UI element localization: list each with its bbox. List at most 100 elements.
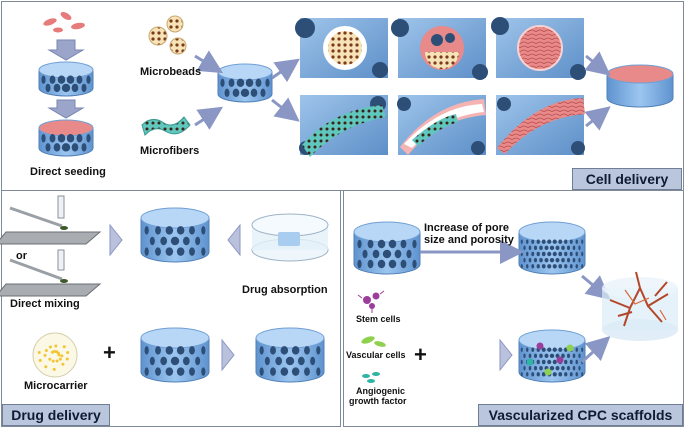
- pore: [547, 359, 552, 365]
- pore: [552, 239, 557, 244]
- pore: [61, 83, 71, 93]
- pore: [569, 239, 573, 244]
- pore: [575, 239, 578, 244]
- pore: [170, 236, 180, 246]
- pore: [531, 239, 535, 244]
- pore: [291, 346, 300, 355]
- growth-factor-icon: [362, 372, 380, 383]
- pore: [569, 359, 573, 365]
- pore: [382, 249, 392, 259]
- pore: [549, 353, 555, 359]
- direct-mixing-label: Direct mixing: [10, 298, 80, 310]
- pore: [578, 353, 581, 359]
- pore: [539, 353, 543, 359]
- pore: [536, 372, 540, 377]
- pore: [310, 356, 316, 366]
- pore: [316, 367, 321, 376]
- pore: [541, 372, 546, 377]
- microcarrier-dot: [66, 350, 70, 354]
- pore: [558, 264, 563, 269]
- pore: [291, 367, 300, 376]
- pore: [541, 359, 546, 365]
- pore: [412, 239, 417, 249]
- pore: [57, 75, 66, 84]
- pore: [270, 346, 276, 355]
- pore: [531, 372, 535, 377]
- pore: [558, 372, 563, 377]
- pore: [259, 367, 264, 376]
- microcarrier-dot: [52, 367, 56, 371]
- pore: [201, 247, 206, 256]
- pore: [236, 78, 245, 88]
- pore: [520, 372, 523, 377]
- pore: [566, 245, 571, 251]
- stem-cells-icon: [357, 290, 385, 313]
- pore: [372, 249, 380, 259]
- pore: [561, 353, 565, 359]
- pore: [561, 257, 565, 263]
- pore: [523, 245, 526, 251]
- pore: [149, 236, 155, 246]
- pore: [520, 347, 523, 352]
- scaffold-cell-final: [606, 64, 674, 108]
- pore: [581, 264, 584, 269]
- microcarrier-dot: [48, 357, 52, 361]
- pore: [552, 264, 557, 269]
- pore: [165, 247, 174, 256]
- microbeads-icon: [148, 15, 187, 55]
- pore: [547, 264, 552, 269]
- pore: [531, 264, 535, 269]
- pore: [575, 264, 578, 269]
- microcarrier-dot: [37, 350, 41, 354]
- pore: [526, 347, 529, 352]
- falling-cells-icon: [43, 12, 85, 33]
- pore: [541, 347, 546, 352]
- pore: [285, 356, 295, 366]
- microcarrier-dot: [44, 365, 48, 369]
- tile-bead-2: [391, 18, 488, 80]
- pore: [189, 226, 195, 235]
- pore: [520, 264, 523, 269]
- pore: [400, 259, 407, 269]
- pore: [316, 346, 321, 355]
- pore: [528, 353, 532, 359]
- tile-fiber-1: [299, 95, 388, 157]
- pore: [144, 226, 149, 235]
- pore: [182, 236, 190, 246]
- right-arrow-icon: [499, 338, 513, 372]
- pore: [561, 365, 565, 371]
- pore: [155, 247, 161, 256]
- pore: [53, 143, 61, 152]
- pore: [232, 88, 240, 98]
- pore: [536, 264, 540, 269]
- pore: [270, 367, 276, 376]
- direct-seeding-label: Direct seeding: [30, 166, 106, 178]
- pore: [523, 353, 526, 359]
- angiogenic-line1: Angiogenic: [356, 386, 405, 396]
- pore: [541, 239, 546, 244]
- tile-fiber-3: [496, 95, 585, 155]
- microcarrier-dot: [44, 348, 48, 352]
- pore: [526, 239, 529, 244]
- pore: [304, 367, 310, 376]
- pore: [533, 245, 538, 251]
- pore: [81, 83, 87, 93]
- pore: [523, 257, 526, 263]
- pore: [245, 78, 254, 88]
- angiogenic-line2: growth factor: [349, 396, 407, 406]
- right-arrow-icon: [109, 223, 123, 257]
- down-arrow-icon: [47, 39, 85, 61]
- pore: [362, 249, 368, 259]
- pore: [558, 347, 563, 352]
- pore: [555, 257, 560, 263]
- vascular-network-scaffold: [602, 271, 678, 341]
- scaffold-vasc-1: [353, 221, 421, 275]
- scaffold-vasc-3: [518, 329, 586, 383]
- pore: [400, 239, 407, 249]
- pore: [549, 257, 555, 263]
- microfibers-icon: [141, 116, 191, 136]
- pore: [201, 346, 206, 355]
- pore: [531, 251, 535, 257]
- pore: [539, 257, 543, 263]
- microcarrier-dot: [43, 353, 47, 357]
